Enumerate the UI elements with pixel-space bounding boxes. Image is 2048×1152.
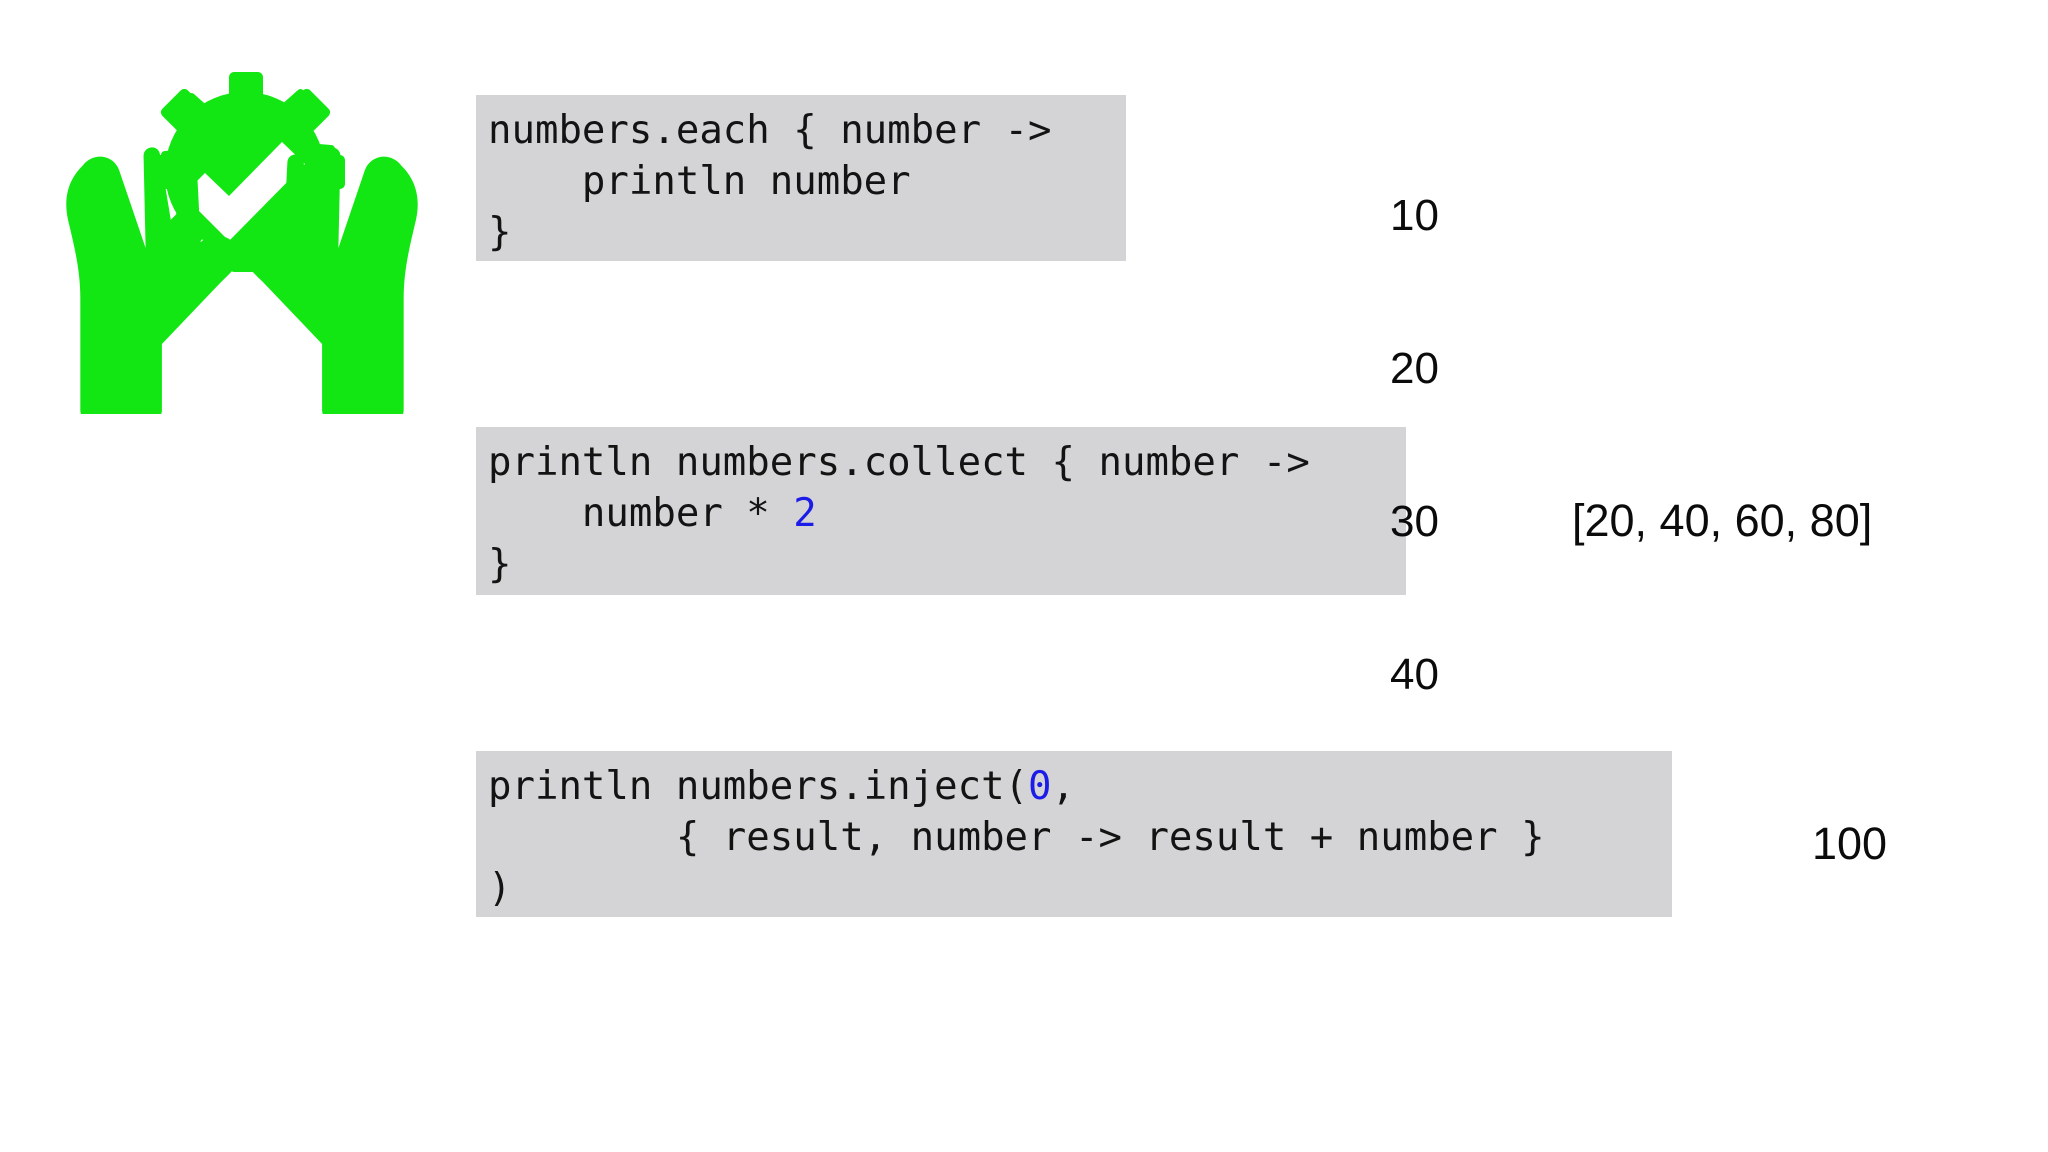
code-line: println number (488, 159, 911, 204)
number-literal: 2 (793, 491, 817, 536)
output-line: 30 (1390, 497, 1439, 546)
code-line: println numbers.collect { number -> (488, 440, 1310, 485)
code-line: { result, number -> result + number } (488, 815, 1545, 860)
code-line: } (488, 542, 512, 587)
output-collect: [20, 40, 60, 80] (1572, 495, 1873, 546)
code-line: println numbers.inject(0, (488, 764, 1076, 809)
code-block-collect: println numbers.collect { number -> numb… (466, 418, 1416, 606)
code-line: numbers.each { number -> (488, 108, 1052, 153)
code-line: number * 2 (488, 491, 817, 536)
code-block-collect-body: println numbers.collect { number -> numb… (476, 427, 1406, 595)
output-line: 20 (1390, 344, 1439, 393)
code-line: ) (488, 866, 512, 911)
code-block-each: numbers.each { number -> println number … (466, 86, 1136, 272)
code-block-inject: println numbers.inject(0, { result, numb… (466, 742, 1682, 928)
code-line: } (488, 210, 512, 255)
hands-holding-gear-check-icon (42, 62, 442, 414)
output-line: 40 (1390, 650, 1439, 699)
code-block-each-body: numbers.each { number -> println number … (476, 95, 1126, 261)
output-line: 10 (1390, 191, 1439, 240)
output-each: 10 20 30 40 (1390, 88, 1439, 802)
output-inject: 100 (1812, 818, 1888, 869)
code-block-inject-body: println numbers.inject(0, { result, numb… (476, 751, 1672, 917)
number-literal: 0 (1028, 764, 1052, 809)
